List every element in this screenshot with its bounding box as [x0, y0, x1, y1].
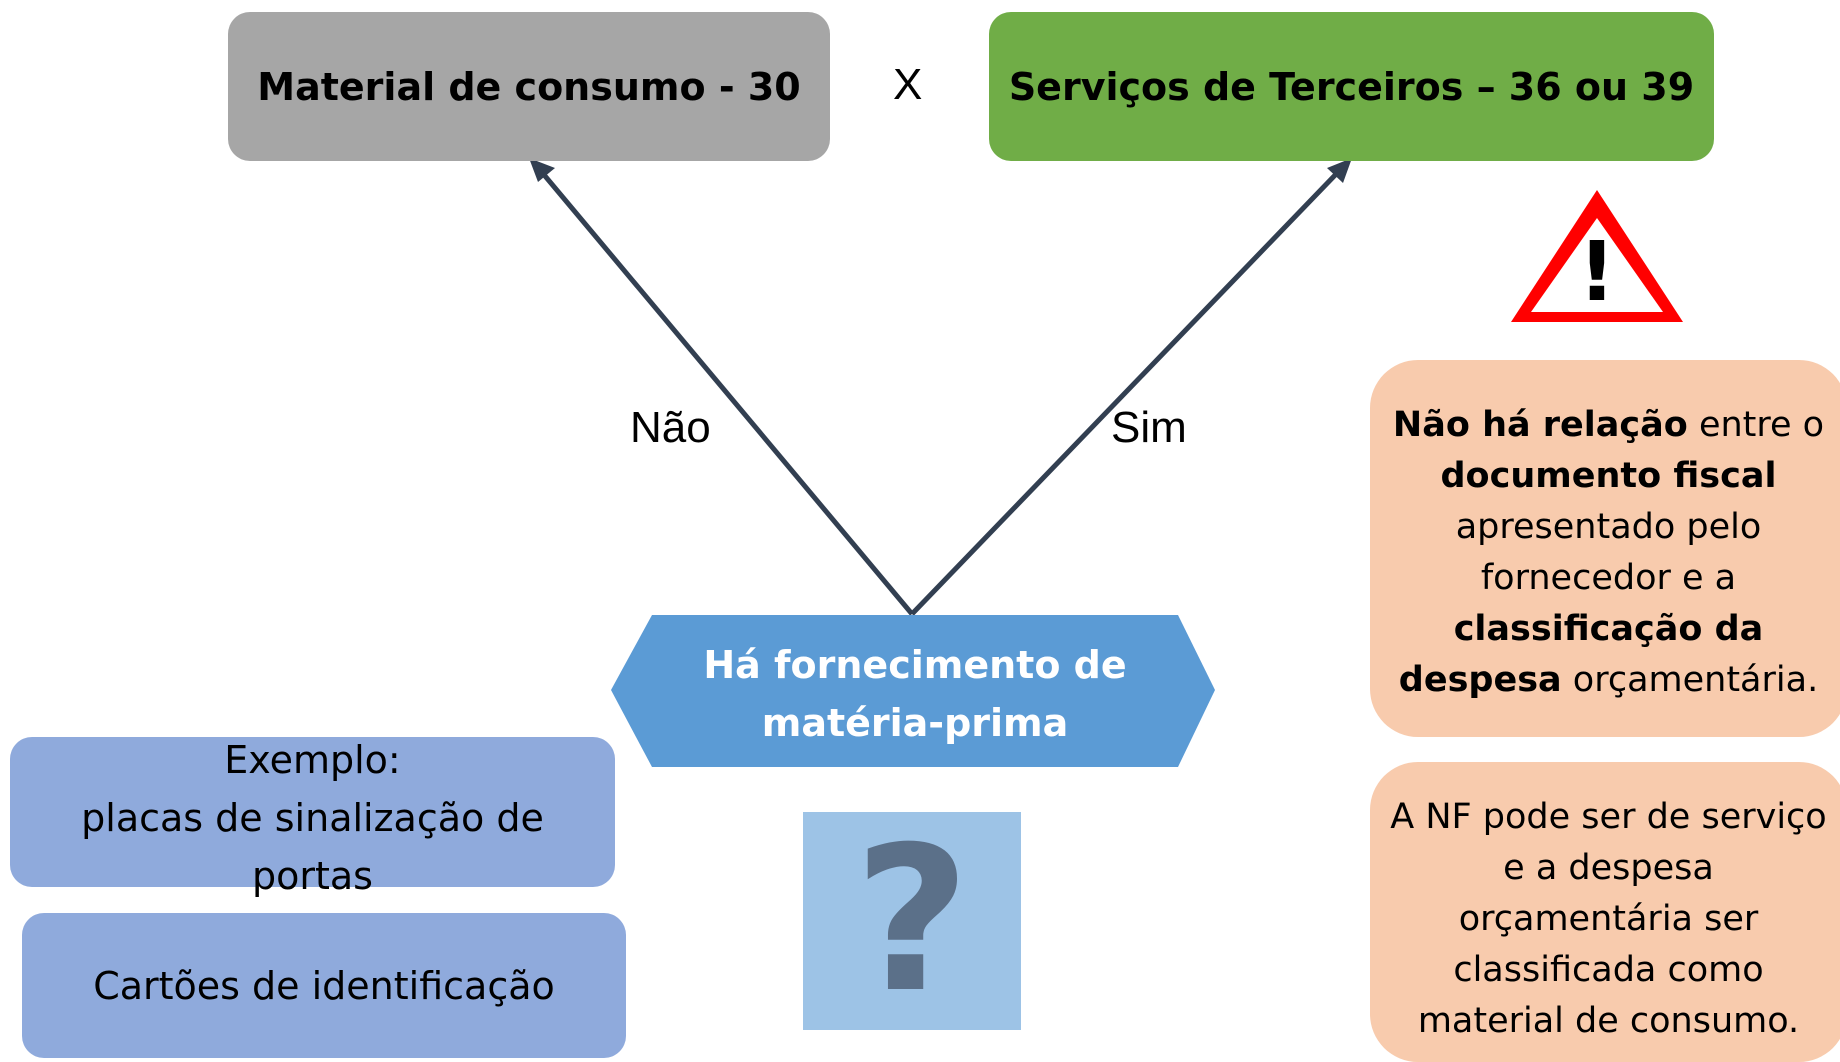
example-line-2: placas de sinalização de: [81, 796, 544, 840]
question-box: ?: [803, 812, 1021, 1030]
servicos-terceiros-box: Serviços de Terceiros – 36 ou 39: [989, 12, 1714, 161]
warning-triangle-icon: [1511, 190, 1683, 322]
servicos-label: Serviços de Terceiros – 36 ou 39: [1008, 64, 1695, 109]
cards-label: Cartões de identificação: [93, 963, 555, 1008]
versus-separator: X: [893, 60, 923, 109]
decision-text: Há fornecimento de matéria-prima: [652, 636, 1178, 752]
warning-bold-3: documento fiscal: [1440, 456, 1777, 496]
warning-note: Não há relação entre o documento fiscal …: [1370, 360, 1840, 737]
material-de-consumo-box: Material de consumo - 30: [228, 12, 830, 161]
decision-hexagon: [611, 615, 1215, 767]
material-label: Material de consumo - 30: [257, 64, 801, 109]
nf-note: A NF pode ser de serviço e a despesa orç…: [1370, 762, 1840, 1062]
warning-text-2: entre o: [1687, 405, 1825, 445]
arrow-no: [529, 158, 914, 616]
edge-label-no: Não: [630, 403, 711, 452]
decision-line-2: matéria-prima: [761, 701, 1069, 745]
warning-text-6: orçamentária.: [1561, 660, 1819, 700]
warning-bold-5: classificação da despesa: [1398, 609, 1764, 700]
cards-example-box: Cartões de identificação: [22, 913, 626, 1058]
warning-text-4: apresentado pelo fornecedor e a: [1455, 507, 1762, 598]
example-line-3: portas: [252, 854, 373, 898]
warning-bold-1: Não há relação: [1392, 405, 1688, 445]
edge-label-yes: Sim: [1111, 403, 1187, 452]
warning-exclamation: !: [1578, 225, 1616, 320]
question-mark-icon: ?: [853, 804, 970, 1037]
example-box: Exemplo: placas de sinalização de portas: [10, 737, 615, 898]
decision-line-1: Há fornecimento de: [703, 643, 1127, 687]
arrow-yes: [910, 158, 1352, 616]
example-title: Exemplo:: [224, 738, 401, 782]
